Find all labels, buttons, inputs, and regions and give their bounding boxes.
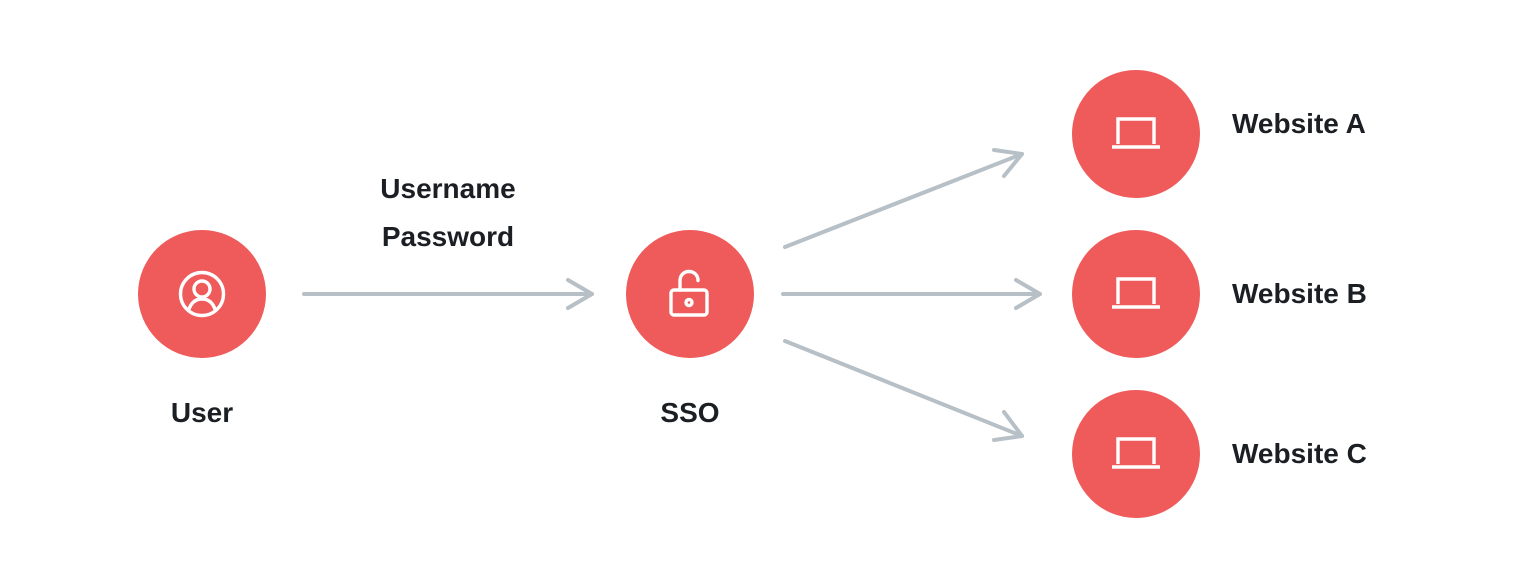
laptop-icon xyxy=(1112,437,1160,469)
edge-label-credentials: Username Password xyxy=(348,165,548,261)
user-node xyxy=(138,230,266,358)
arrow-sso-to-website-a xyxy=(783,148,1024,249)
arrow-sso-to-website-b xyxy=(781,278,1042,310)
sso-label: SSO xyxy=(660,397,720,428)
website-a-node xyxy=(1072,70,1200,198)
website-b-label: Website B xyxy=(1232,278,1367,309)
arrow-user-to-sso xyxy=(302,278,594,310)
edge-label-password: Password xyxy=(381,221,515,252)
website-c-label: Website C xyxy=(1232,438,1367,469)
user-label: User xyxy=(170,397,234,428)
lock-icon xyxy=(669,269,709,317)
website-a-label: Website A xyxy=(1232,108,1366,139)
laptop-icon xyxy=(1112,117,1160,149)
website-b-node xyxy=(1072,230,1200,358)
laptop-icon xyxy=(1112,277,1160,309)
user-icon xyxy=(178,270,226,318)
edge-label-username: Username xyxy=(380,173,516,204)
sso-node xyxy=(626,230,754,358)
website-c-node xyxy=(1072,390,1200,518)
arrow-sso-to-website-c xyxy=(783,339,1024,442)
